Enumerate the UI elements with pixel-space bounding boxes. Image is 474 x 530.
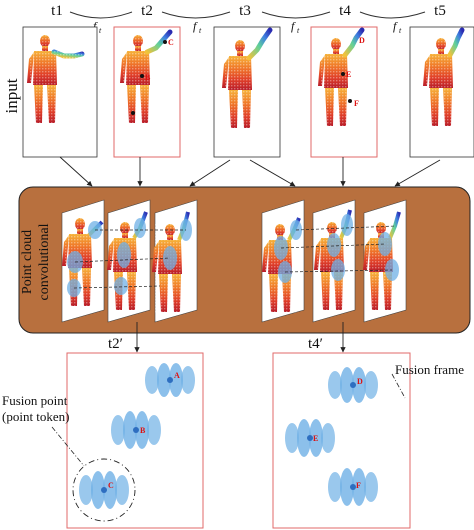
svg-text:B: B [140,426,146,435]
output-time-label-t2: t2′ [108,336,123,352]
conv-plane-1 [61,199,105,323]
input-frame-t2: C B [113,26,181,158]
transition-arc-4 [359,11,426,19]
transfer-label-4: f t [393,19,402,35]
conv-block: Point cloud convolutional [18,186,471,334]
fusion-token-b: B [111,411,161,449]
conv-label-line2: convolutional [37,223,52,300]
transfer-label-2: f t [193,19,202,35]
conv-plane-group-t2 [61,199,198,323]
svg-text:f: f [393,19,398,33]
fusion-point-label-line2: (point token) [2,409,70,424]
svg-text:t: t [399,26,402,35]
point-label-e-t4: E [346,70,351,79]
conv-plane-2 [107,199,151,323]
time-label-t3: t3 [239,3,251,19]
point-label-c-t2: C [168,38,174,47]
fusion-frame-t4: D E F [272,352,411,529]
point-label-d-t4: D [359,36,365,45]
fusion-token-f: F [328,468,378,506]
transition-arc-1 [69,11,133,19]
conv-plane-group-t4 [261,199,407,323]
fusion-frame-t2: A B C [66,352,204,529]
transfer-label-1: f t [93,19,102,35]
fusion-token-a: A [145,363,195,397]
fusion-point-highlight [72,458,136,522]
time-label-t4: t4 [339,3,351,19]
fusion-token-e: E [285,419,335,457]
output-time-label-t4: t4′ [308,336,323,352]
point-marker-e-t4 [341,72,345,76]
svg-text:t: t [99,26,102,35]
input-arrows [59,156,441,187]
svg-text:F: F [356,481,361,490]
svg-text:E: E [313,434,318,443]
svg-text:A: A [174,371,180,380]
transfer-label-3: f t [291,19,300,35]
point-label-f-t4: F [354,99,359,108]
input-frame-t3 [213,26,281,158]
fusion-token-d: D [328,367,378,403]
svg-text:f: f [291,19,296,33]
point-label-b-t2: B [145,73,151,82]
svg-text:t: t [297,26,300,35]
conv-plane-3 [152,199,198,323]
input-frame-t4: D E F [310,26,378,158]
input-frame-t5 [409,26,474,158]
fusion-frame-label: Fusion frame [395,362,464,377]
point-marker-b-t2 [140,74,144,78]
fusion-frame-annotation: Fusion frame [391,362,464,399]
svg-text:D: D [357,377,363,386]
svg-text:f: f [93,19,98,33]
input-frame-t1 [22,26,98,158]
conv-label-line1: Point cloud [20,230,35,294]
conv-plane-5 [312,199,356,323]
svg-text:C: C [108,481,114,490]
svg-text:f: f [193,19,198,33]
point-marker-c-t2 [163,40,167,44]
time-axis: t1 t2 t3 t4 t5 f t f t f t f t [51,3,446,35]
transition-arc-3 [261,11,331,19]
output-arrows: t2′ t4′ [108,322,346,353]
conv-plane-6 [363,199,407,323]
fusion-token-c: C [79,471,129,509]
transition-arc-2 [161,11,231,19]
svg-text:t: t [199,26,202,35]
time-label-t2: t2 [141,3,153,19]
time-label-t1: t1 [51,3,63,19]
conv-plane-4 [261,199,305,323]
point-marker-f-t4 [348,99,352,103]
time-label-t5: t5 [434,3,446,19]
fusion-point-label-line1: Fusion point [2,393,68,408]
fusion-point-annotation: Fusion point (point token) [2,393,85,467]
input-label: input [2,78,21,113]
